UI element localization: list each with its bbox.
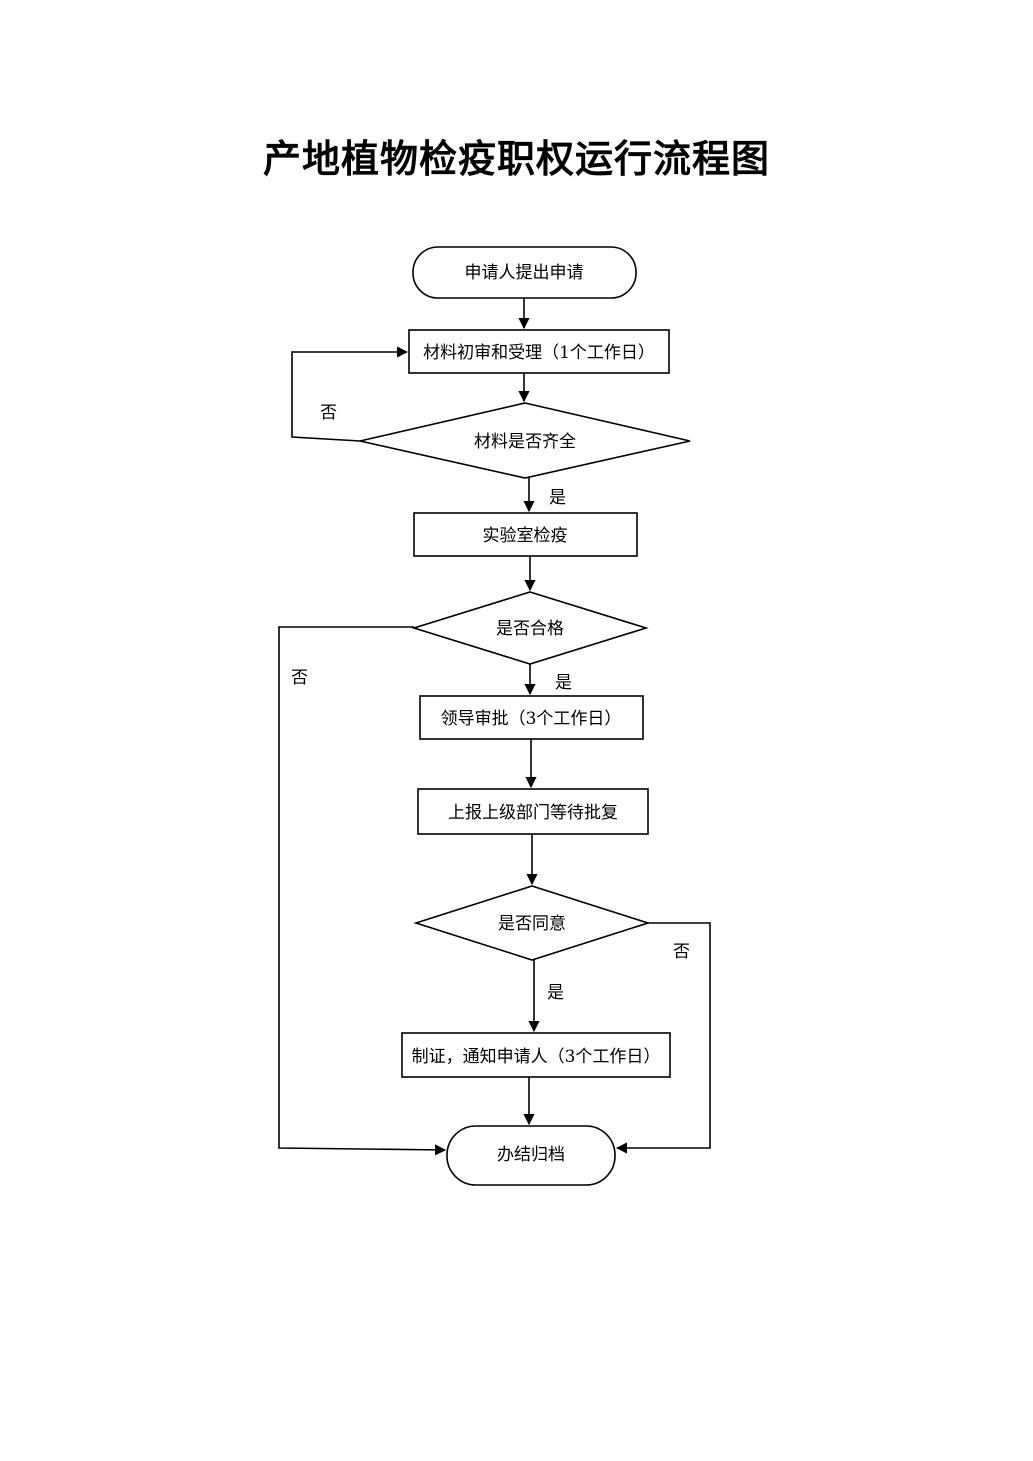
edge-label-complete-no: 否 [320, 403, 337, 423]
node-lab-shape [413, 512, 638, 557]
edge-label-agree-no: 否 [673, 942, 690, 962]
node-report-label: 上报上级部门等待批复 [448, 803, 618, 823]
node-certify-shape [401, 1032, 671, 1078]
node-review-label: 材料初审和受理（1个工作日） [423, 343, 655, 363]
edge-agree-no [615, 922, 711, 1154]
node-lab-label: 实验室检疫 [483, 526, 568, 546]
node-leader-label: 领导审批（3个工作日） [441, 709, 622, 729]
edge-complete-no [291, 346, 409, 442]
node-archive-label: 办结归档 [497, 1145, 565, 1165]
node-review-shape [408, 329, 670, 374]
edge-label-qualified-yes: 是 [555, 673, 572, 693]
decision-agree-check-shape [413, 885, 651, 961]
node-archive-shape [446, 1125, 616, 1186]
decision-complete-check-shape [359, 402, 691, 479]
decision-complete-check-label: 材料是否齐全 [474, 432, 576, 452]
node-report-shape [417, 788, 649, 835]
edge-label-complete-yes: 是 [549, 488, 566, 508]
node-certify-label: 制证，通知申请人（3个工作日） [412, 1047, 661, 1067]
edge-label-qualified-no: 否 [291, 668, 308, 688]
page-title: 产地植物检疫职权运行流程图 [262, 136, 770, 181]
edge-qualified-no [278, 626, 447, 1156]
node-leader-shape [419, 695, 644, 740]
edge-label-agree-yes: 是 [547, 983, 564, 1003]
decision-agree-check-label: 是否同意 [498, 914, 566, 934]
node-apply-label: 申请人提出申请 [465, 263, 584, 283]
decision-qualified-check-label: 是否合格 [496, 619, 564, 639]
